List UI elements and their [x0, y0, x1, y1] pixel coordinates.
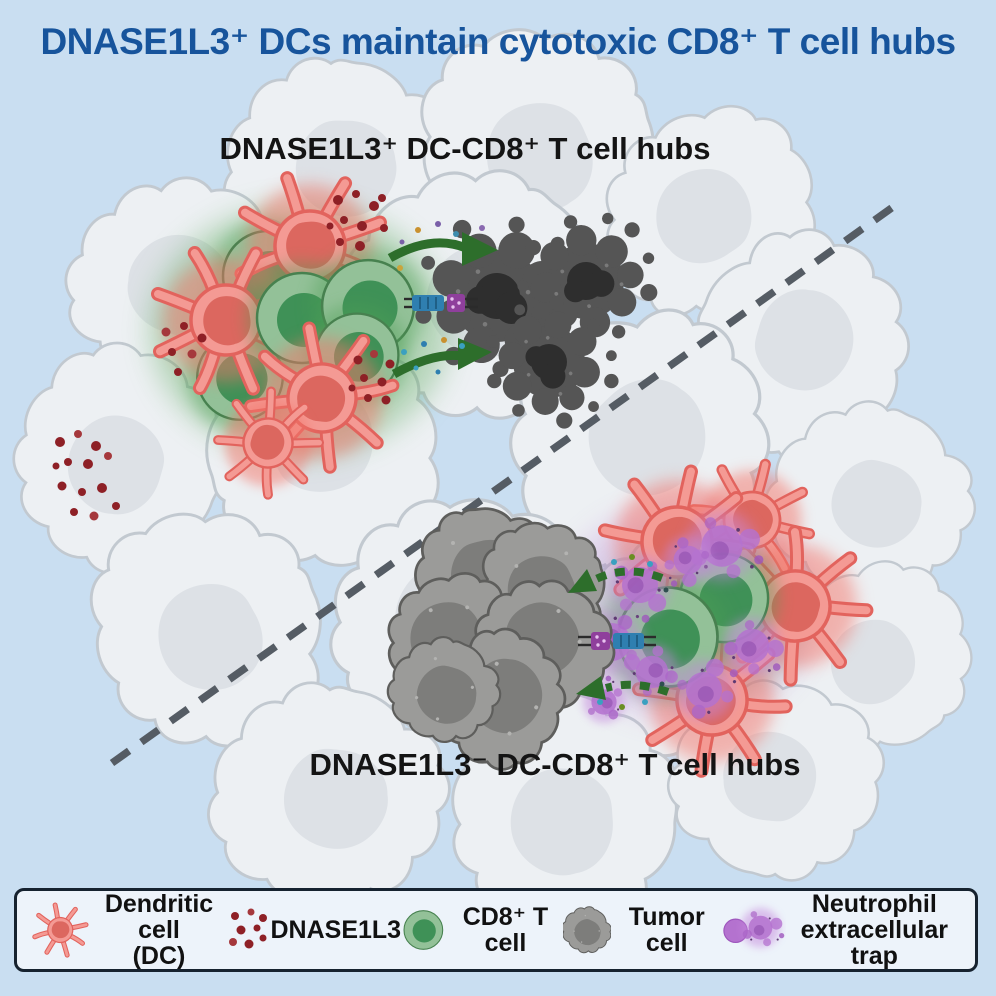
- legend-label: Tumor cell: [628, 903, 705, 957]
- tumor-cell-icon: [563, 902, 611, 958]
- legend-label: Neutrophil extracellular trap: [800, 890, 948, 970]
- legend-item-net: Neutrophil extracellular trap: [720, 891, 961, 969]
- tcr-mhc-synapse-upper: [404, 294, 478, 312]
- legend-label: CD8⁺ T cell: [462, 903, 549, 957]
- net-icon: [723, 900, 785, 960]
- upper-hub-dnase1l3-positive: [52, 170, 677, 521]
- divider-dashed-line: [109, 203, 896, 767]
- legend-item-dnase1l3: DNASE1L3: [227, 906, 402, 954]
- lower-hub-dnase1l3-negative: [370, 443, 888, 794]
- cytotoxic-arrow-bottom: [391, 338, 492, 378]
- legend: Dendritic cell (DC) DNASE1L3 CD8⁺ T cell: [14, 888, 978, 972]
- cytotoxic-granule-specks: [397, 221, 485, 375]
- cytotoxic-arrow-top: [387, 232, 498, 266]
- legend-label: Dendritic cell (DC): [104, 890, 214, 970]
- mhc-molecule: [591, 632, 610, 650]
- dendritic-cell-icon: [31, 896, 89, 964]
- tcr-mhc-synapse-lower: [578, 632, 656, 650]
- page-title: DNASE1L3⁺ DCs maintain cytotoxic CD8⁺ T …: [40, 21, 956, 62]
- legend-item-cd8-t-cell: CD8⁺ T cell: [401, 904, 563, 956]
- legend-item-tumor-cell: Tumor cell: [563, 902, 720, 958]
- impaired-granule-specks: [597, 554, 669, 710]
- legend-item-dendritic-cell: Dendritic cell (DC): [31, 891, 227, 969]
- legend-label: DNASE1L3: [270, 916, 402, 944]
- mhc-molecule: [447, 294, 465, 312]
- impaired-arrow-bottom: [576, 676, 670, 700]
- cd8-t-cell-icon: [403, 910, 444, 950]
- impaired-arrow-top: [568, 567, 664, 593]
- lower-hub-label: DNASE1L3⁻ DC-CD8⁺ T cell hubs: [309, 747, 801, 782]
- dnase1l3-dots: [52, 190, 402, 521]
- upper-hub-label: DNASE1L3⁺ DC-CD8⁺ T cell hubs: [219, 131, 711, 166]
- dnase1l3-dots-icon: [228, 908, 267, 949]
